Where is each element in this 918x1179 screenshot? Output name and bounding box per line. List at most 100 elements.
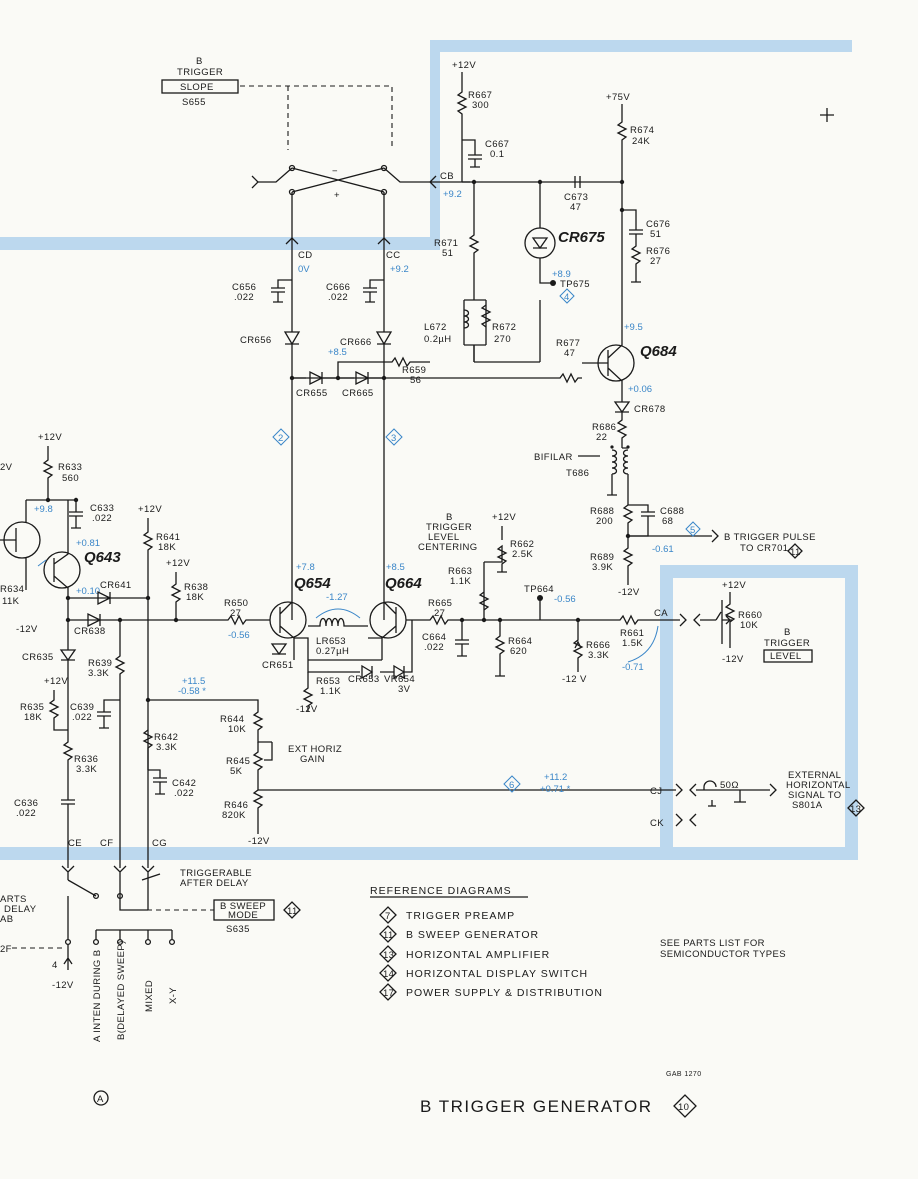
c667-value: 0.1	[490, 149, 504, 160]
r677-value: 47	[564, 348, 575, 359]
v-q664c: +8.5	[386, 562, 405, 573]
pulse-label-1: B TRIGGER PULSE	[724, 532, 816, 543]
r660: R660	[738, 610, 762, 621]
waveform-2	[272, 428, 290, 446]
c664: C664	[422, 632, 446, 643]
r666-value: 3.3K	[588, 650, 609, 661]
bifilar: BIFILAR	[534, 452, 573, 463]
ext-sig-3: SIGNAL TO	[788, 790, 842, 801]
r689: R689	[590, 552, 614, 563]
cr638: CR638	[74, 626, 106, 637]
r645-value: 5K	[230, 766, 243, 777]
r674-value: 24K	[632, 136, 650, 147]
r633: R633	[58, 462, 82, 473]
slope-plus: +	[334, 190, 340, 201]
waveform-5	[685, 521, 701, 537]
q654-label: Q654	[294, 575, 331, 592]
pin-cb: CB	[440, 171, 454, 182]
c636: C636	[14, 798, 38, 809]
ref-diamond-1	[379, 906, 397, 924]
r688: R688	[590, 506, 614, 517]
rail-p75: +75V	[606, 92, 630, 103]
trigger-level-box[interactable]	[763, 649, 813, 663]
r642: R642	[154, 732, 178, 743]
v-q654c: +7.8	[296, 562, 315, 573]
fifty-ohm: 50Ω	[720, 780, 739, 791]
slope-switch-ref: S655	[182, 97, 206, 108]
ref-diamond-4	[379, 964, 397, 982]
v-cj1: +11.2	[544, 772, 567, 783]
switch-label-b: B	[196, 56, 203, 67]
title-ref-diamond	[673, 1094, 697, 1118]
r638: R638	[184, 582, 208, 593]
r638-value: 18K	[186, 592, 204, 603]
cr666: CR666	[340, 337, 372, 348]
ext-ref: 13	[850, 804, 861, 815]
slope-button[interactable]	[161, 79, 239, 94]
r671: R671	[434, 238, 458, 249]
r635: R635	[20, 702, 44, 713]
trig-center-b: B	[446, 512, 453, 523]
pulse-ref-diamond	[787, 543, 803, 559]
frag-arts: ARTS	[0, 894, 27, 905]
ref-num-1: 7	[385, 911, 391, 922]
frag-11k: 11K	[2, 596, 20, 607]
v-tp675: +8.9	[552, 269, 571, 280]
v-cb: +9.2	[443, 189, 462, 200]
mode-mixed: MIXED	[144, 980, 155, 1012]
r646: R646	[224, 800, 248, 811]
r644-value: 10K	[228, 724, 246, 735]
tp664: TP664	[524, 584, 554, 595]
pin-ce: CE	[68, 838, 82, 849]
ext-gain-2: GAIN	[300, 754, 325, 765]
r662-value: 2.5K	[512, 549, 533, 560]
r635-value: 18K	[24, 712, 42, 723]
c688: C688	[660, 506, 684, 517]
ext-gain-1: EXT HORIZ	[288, 744, 342, 755]
ref-num-3: 13	[383, 950, 394, 961]
waveform-4	[559, 288, 575, 304]
switch-label-trigger: TRIGGER	[177, 67, 223, 78]
trig-center-2: LEVEL	[428, 532, 460, 543]
r645: R645	[226, 756, 250, 767]
q664-label: Q664	[385, 575, 422, 592]
rail-p12-r638: +12V	[166, 558, 190, 569]
ref-item-5: 17 POWER SUPPLY & DISTRIBUTION	[379, 983, 602, 1001]
v-q654q664: -1.27	[326, 592, 348, 603]
sweep-mode-box[interactable]	[213, 899, 275, 921]
ext-sig-1: EXTERNAL	[788, 770, 841, 781]
sweep-diag-diamond	[283, 901, 301, 919]
ref-label-2: B SWEEP GENERATOR	[406, 929, 539, 941]
rail-m12-r634: -12V	[16, 624, 38, 635]
v-cc: +9.2	[390, 264, 409, 275]
shield-band	[0, 40, 852, 250]
pin-cd: CD	[298, 250, 313, 261]
ref-label-4: HORIZONTAL DISPLAY SWITCH	[406, 968, 588, 980]
sweep-diag: 11	[287, 906, 298, 917]
rail-m12-r660: -12V	[722, 654, 744, 665]
r689-value: 3.9K	[592, 562, 613, 573]
c639-value: .022	[72, 712, 92, 723]
frag-r634: R634	[0, 584, 24, 595]
r664: R664	[508, 636, 532, 647]
cr665: CR665	[342, 388, 374, 399]
c666-value: .022	[328, 292, 348, 303]
r686-value: 22	[596, 432, 607, 443]
r663-value: 1.1K	[450, 576, 471, 587]
v-q643b: +0.81	[76, 538, 100, 549]
frag-ab: AB	[0, 914, 13, 925]
ext-ref-diamond	[847, 799, 865, 817]
r636: R636	[74, 754, 98, 765]
r639-value: 3.3K	[88, 668, 109, 679]
c642-value: .022	[174, 788, 194, 799]
rail-p12-r641: +12V	[138, 504, 162, 515]
rail-p12-r633: +12V	[38, 432, 62, 443]
v-node85: +8.5	[328, 347, 347, 358]
rail-m12-r646: -12V	[248, 836, 270, 847]
trig-center-1: TRIGGER	[426, 522, 472, 533]
r659: R659	[402, 365, 426, 376]
cr656: CR656	[240, 335, 272, 346]
ref-diamond-3	[379, 945, 397, 963]
page-title: B TRIGGER GENERATOR	[420, 1097, 653, 1116]
